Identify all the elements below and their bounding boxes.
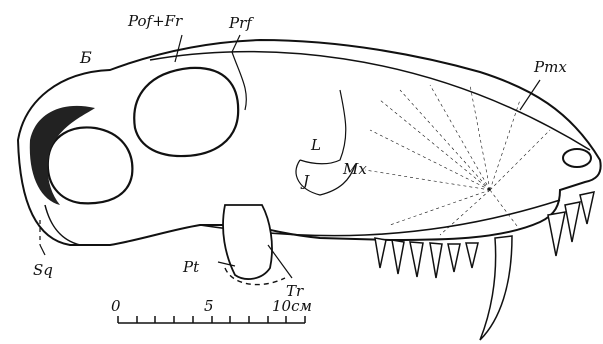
- nostril: [563, 149, 591, 167]
- scale-tick-5: 5: [204, 297, 214, 315]
- label-pof-fr: Pof+Fr: [127, 12, 183, 30]
- scale-bar-ticks: [118, 316, 305, 323]
- scale-tick-10: 10см: [272, 297, 312, 315]
- teeth: [375, 192, 594, 340]
- label-panel-letter: Б: [79, 48, 92, 67]
- label-l: L: [310, 136, 321, 154]
- scale-tick-0: 0: [111, 297, 121, 315]
- orbit: [134, 68, 238, 156]
- quadrate: [45, 205, 80, 245]
- label-j: J: [300, 172, 310, 190]
- scale-bar: [118, 316, 305, 323]
- suture-lacrimal: [300, 90, 346, 164]
- skull-drawing: [18, 40, 601, 340]
- canine-tooth: [480, 236, 512, 340]
- label-mx: Mx: [342, 160, 367, 178]
- label-pmx: Pmx: [533, 58, 567, 76]
- label-prf: Prf: [228, 14, 254, 32]
- temporal-fenestra: [48, 127, 133, 203]
- label-sq: Sq: [33, 261, 53, 279]
- label-pt: Pt: [182, 258, 200, 276]
- pterygoid-process: [223, 205, 272, 279]
